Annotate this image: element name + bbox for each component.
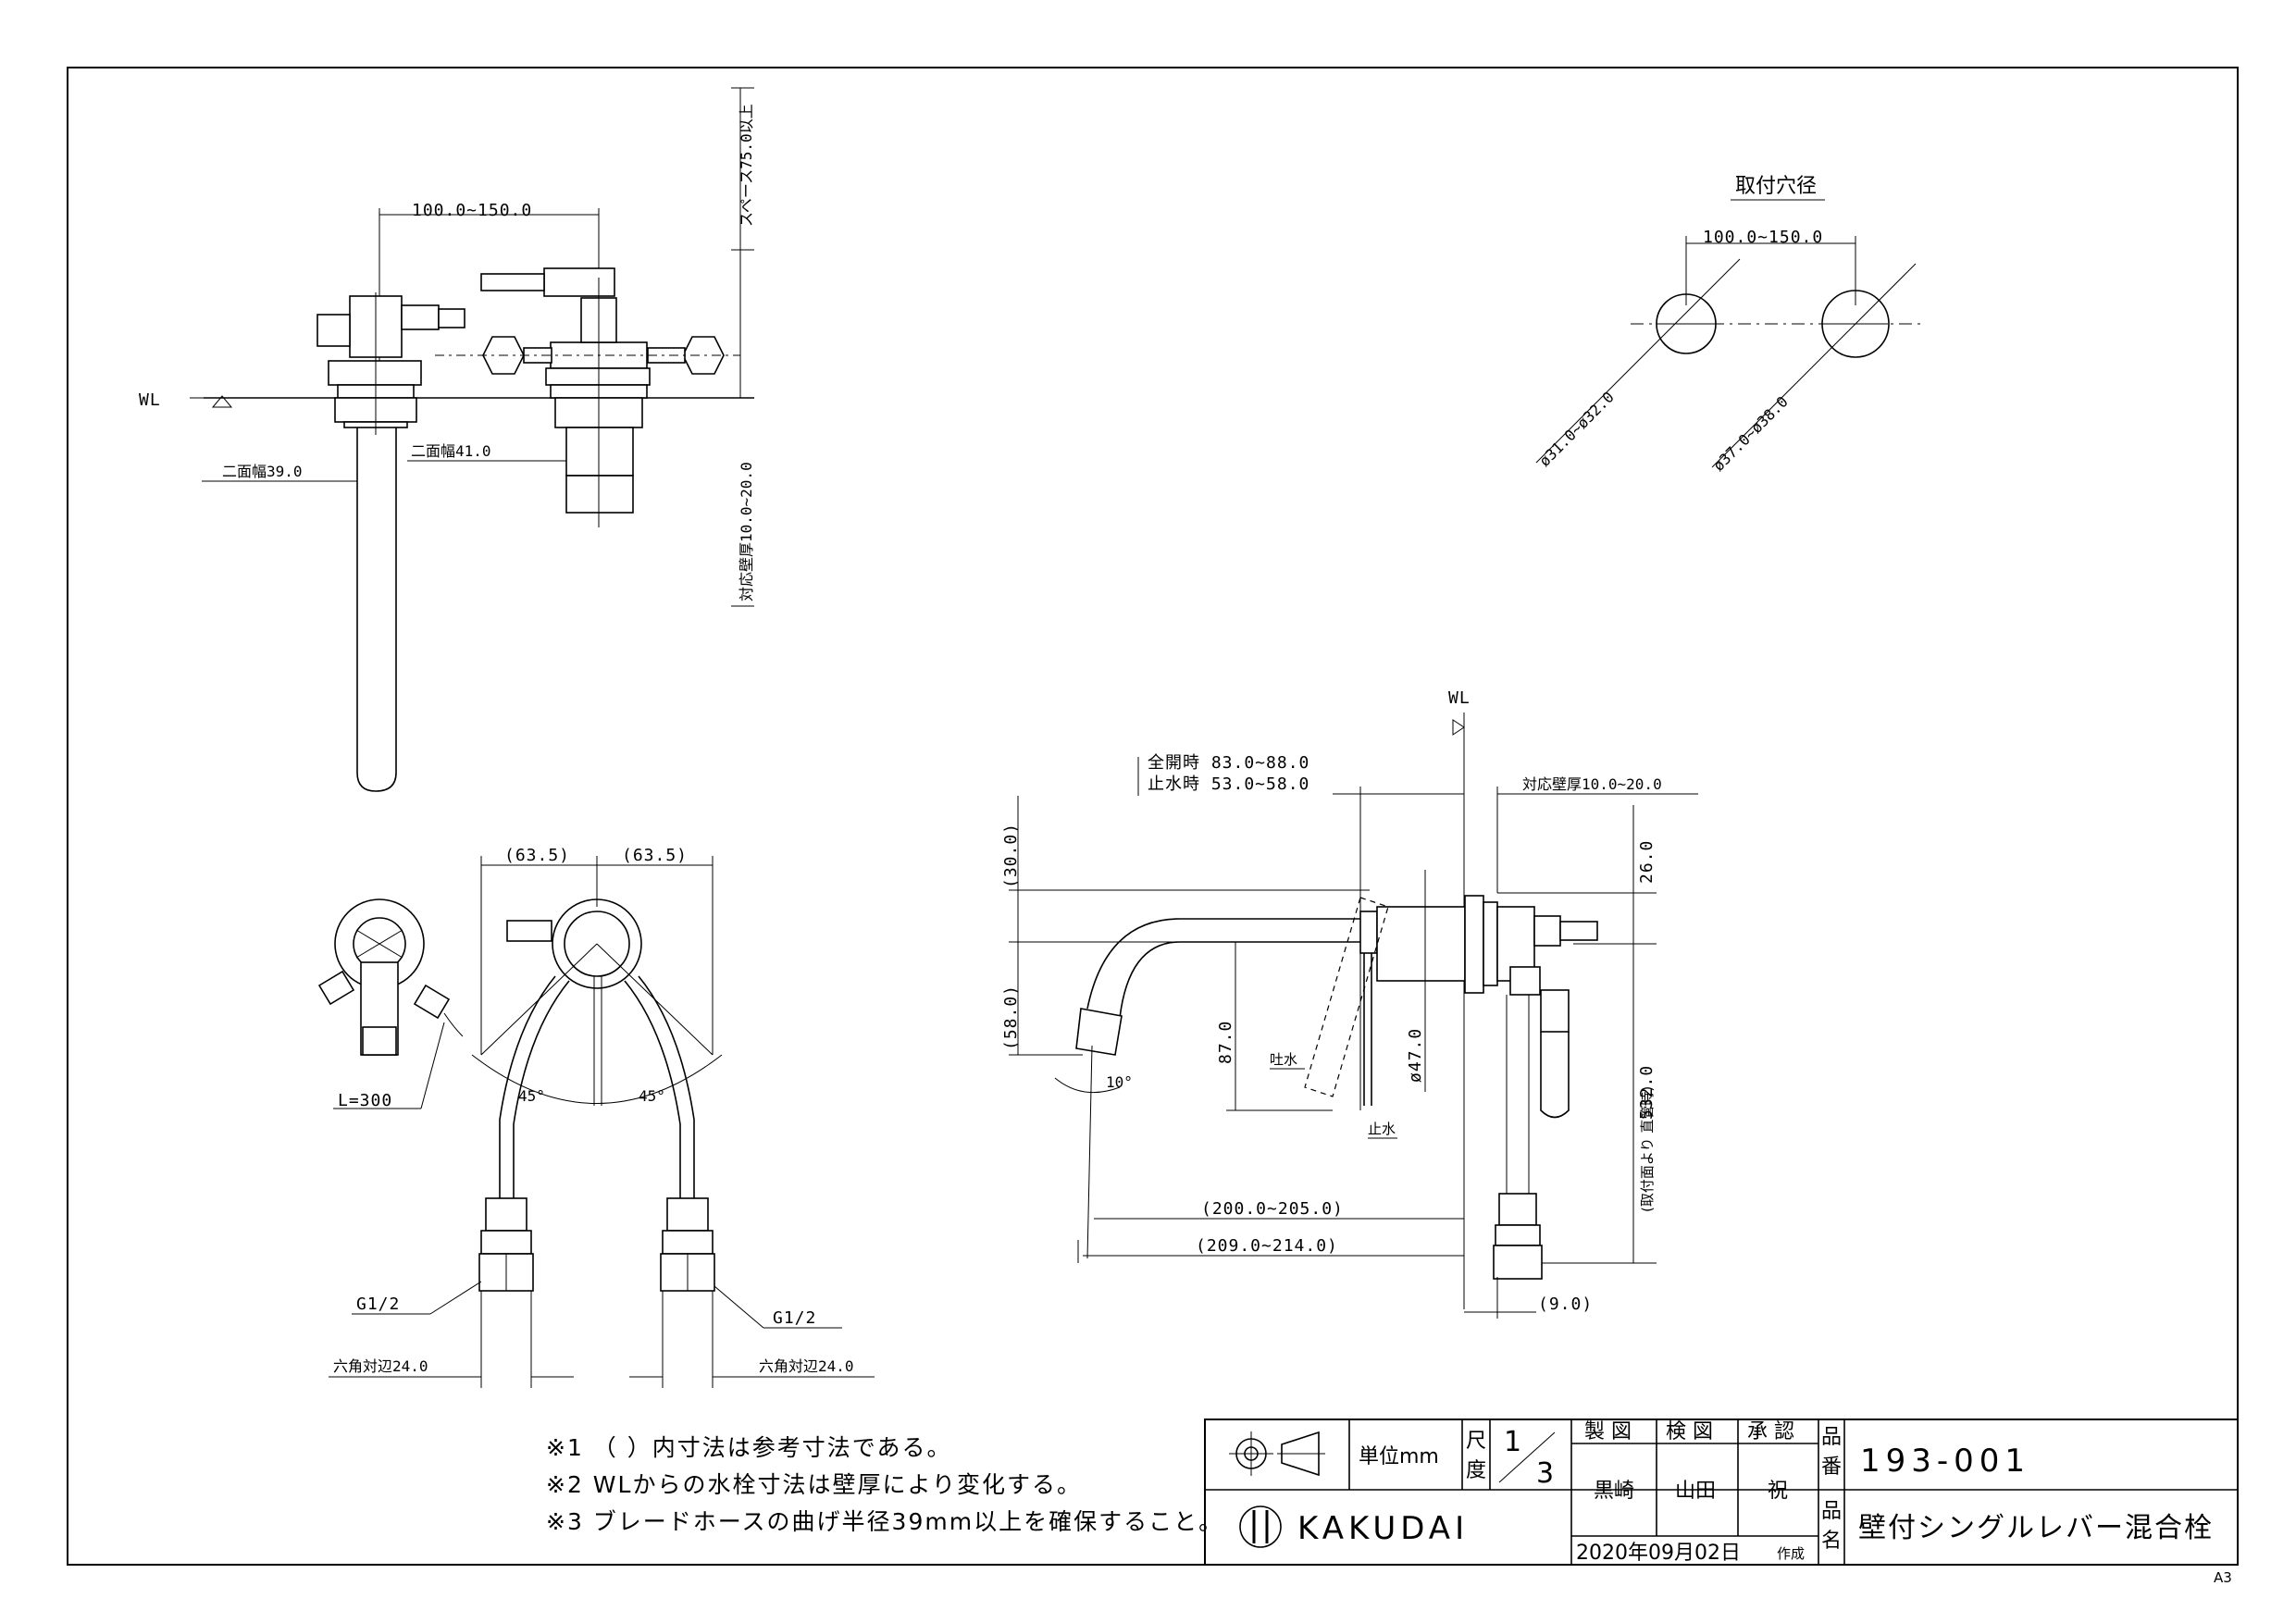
brand-name: KAKUDAI xyxy=(1297,1510,1469,1547)
side-wall-thickness: 対応壁厚10.0~20.0 xyxy=(1522,775,1662,793)
note-2: ※2 WLからの水栓寸法は壁厚により変化する。 xyxy=(546,1471,1082,1498)
approved-label: 承 認 xyxy=(1747,1420,1794,1443)
front-view: (63.5) (63.5) L=300 45° 45° xyxy=(317,846,875,1388)
side-dim-30: (30.0) xyxy=(1001,823,1021,888)
side-dim-532: 532.0 xyxy=(1637,1065,1657,1120)
title-block: 単位mm 尺 度 1 3 製 図 検 図 承 認 黒崎 山田 祝 2020年09… xyxy=(1204,1419,2239,1586)
side-dim-532-note: (取付面より 直管時) xyxy=(1639,1086,1656,1212)
scale-label-1: 尺 xyxy=(1466,1430,1486,1453)
top-wl-label: WL xyxy=(139,390,161,410)
top-wall-thickness: 対応壁厚10.0~20.0 xyxy=(738,462,755,601)
note-3: ※3 ブレードホースの曲げ半径39mm以上を確保すること。 xyxy=(546,1508,1223,1535)
drawn-label: 製 図 xyxy=(1584,1420,1632,1443)
front-hose-length: L=300 xyxy=(338,1091,392,1110)
side-dim-58: (58.0) xyxy=(1001,985,1021,1050)
side-spout-label: 吐水 xyxy=(1270,1051,1297,1068)
front-angle-right: 45° xyxy=(639,1087,665,1105)
drawn-by: 黒崎 xyxy=(1594,1480,1634,1503)
checked-label: 検 図 xyxy=(1666,1420,1713,1443)
checked-by: 山田 xyxy=(1675,1480,1716,1503)
side-stop-label: 止水 xyxy=(1368,1121,1396,1137)
side-dim-209: (209.0~214.0) xyxy=(1196,1236,1338,1256)
sheet-size: A3 xyxy=(2214,1569,2232,1586)
mount-holes-view: 取付穴径 100.0~150.0 ø31.0~ø32.0 ø37.0~ø38.0 xyxy=(1535,175,1920,475)
mount-hole-right xyxy=(1821,290,1890,358)
kakudai-logo-icon xyxy=(1239,1505,1282,1548)
side-wl-label: WL xyxy=(1448,688,1471,708)
part-name-label-2: 名 xyxy=(1821,1530,1842,1553)
top-center-distance: 100.0~150.0 xyxy=(412,201,532,220)
front-hex-right: 六角対辺24.0 xyxy=(759,1357,854,1375)
part-no-label-2: 番 xyxy=(1821,1456,1842,1479)
side-angle: 10° xyxy=(1106,1073,1133,1091)
approved-by: 祝 xyxy=(1768,1480,1788,1503)
part-name: 壁付シングルレバー混合栓 xyxy=(1858,1512,2214,1544)
side-dim-9: (9.0) xyxy=(1538,1295,1593,1314)
note-1: ※1 （ ）内寸法は参考寸法である。 xyxy=(546,1434,952,1461)
top-view: WL 100.0~150.0 xyxy=(139,87,755,792)
front-thread-right: G1/2 xyxy=(773,1308,816,1328)
scale-num: 1 xyxy=(1504,1426,1523,1458)
side-stop: 止水時 53.0~58.0 xyxy=(1148,774,1309,794)
created-label: 作成 xyxy=(1777,1545,1805,1562)
mount-holes-title: 取付穴径 xyxy=(1735,175,1817,198)
side-full-open: 全開時 83.0~88.0 xyxy=(1148,753,1309,773)
part-number: 193-001 xyxy=(1860,1443,2030,1480)
side-dim-87: 87.0 xyxy=(1216,1021,1235,1064)
scale-label-2: 度 xyxy=(1466,1459,1486,1482)
part-no-label-1: 品 xyxy=(1821,1426,1842,1449)
drawing-border xyxy=(67,67,2239,1566)
front-left-offset: (63.5) xyxy=(504,846,570,865)
notes: ※1 （ ）内寸法は参考寸法である。 ※2 WLからの水栓寸法は壁厚により変化す… xyxy=(546,1434,1223,1535)
scale-den: 3 xyxy=(1536,1457,1556,1490)
top-space: スペース75.0以上 xyxy=(738,104,755,227)
mount-hole-right-dia: ø37.0~ø38.0 xyxy=(1709,392,1791,474)
front-right-offset: (63.5) xyxy=(622,846,688,865)
front-hex-left: 六角対辺24.0 xyxy=(333,1357,428,1375)
side-dim-26: 26.0 xyxy=(1637,840,1657,884)
top-spout-width: 二面幅39.0 xyxy=(222,463,303,480)
mount-hole-left-dia: ø31.0~ø32.0 xyxy=(1535,388,1617,469)
front-angle-left: 45° xyxy=(518,1087,545,1105)
date: 2020年09月02日 xyxy=(1576,1542,1741,1565)
unit-label: 単位mm xyxy=(1359,1445,1439,1468)
part-name-label-1: 品 xyxy=(1821,1500,1842,1523)
side-view: WL 全開時 83.0~88.0 止水時 53.0~58.0 対応壁厚10.0~… xyxy=(1001,688,1698,1319)
side-dia-47: ø47.0 xyxy=(1406,1028,1425,1083)
side-dim-200: (200.0~205.0) xyxy=(1201,1199,1344,1219)
projection-symbol xyxy=(1229,1431,1325,1477)
front-thread-left: G1/2 xyxy=(356,1295,400,1314)
top-body-width: 二面幅41.0 xyxy=(411,442,491,460)
mount-holes-distance: 100.0~150.0 xyxy=(1703,228,1823,247)
